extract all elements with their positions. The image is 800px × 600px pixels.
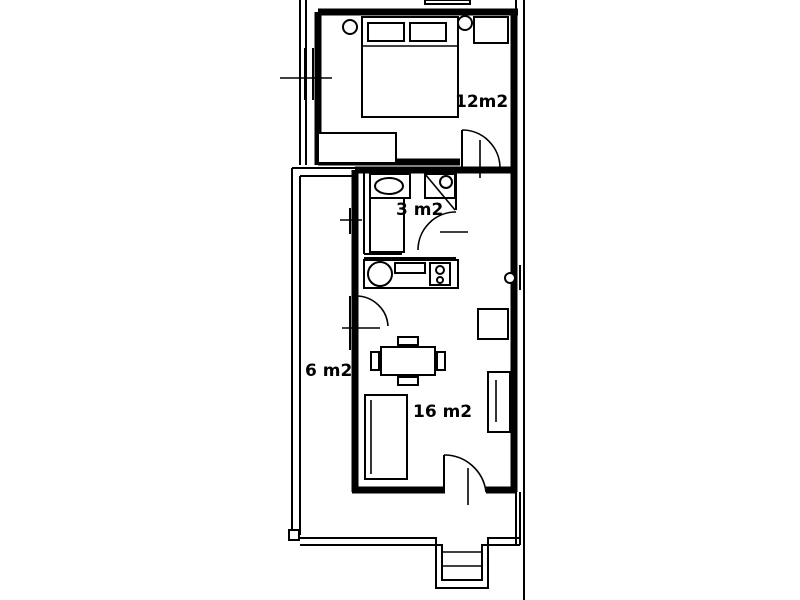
living-cabinet	[487, 371, 511, 433]
room-label-balcony: 6 m2	[305, 361, 352, 381]
bathroom-fixtures	[340, 170, 468, 259]
room-label-living: 16 m2	[413, 402, 472, 422]
chair-left	[370, 351, 380, 371]
bedroom-door-swing	[461, 129, 501, 169]
balcony-bottom	[296, 537, 520, 589]
balcony-post	[288, 529, 300, 541]
balcony-outline	[291, 167, 355, 540]
bedroom-window-marker	[280, 60, 332, 96]
room-label-bedroom: 12m2	[455, 92, 508, 112]
living-door-to-balcony	[349, 296, 357, 350]
living-armchair	[477, 308, 509, 340]
shower-drain	[439, 175, 453, 189]
bedroom-wardrobe	[317, 132, 397, 164]
chair-bottom	[397, 376, 419, 386]
chair-top	[397, 336, 419, 346]
bathroom-door-swing	[417, 211, 457, 251]
sofa-bed	[364, 394, 408, 480]
hob-ring-bottom	[436, 276, 444, 284]
room-labels: 12m2 3 m2 6 m2 16 m2	[305, 92, 508, 422]
shower-diagonal	[424, 173, 456, 211]
top-stub-right	[515, 0, 525, 600]
kitchen-sink	[367, 261, 393, 287]
sink-drainer	[394, 262, 426, 274]
nightstand-lamp-right	[457, 15, 473, 31]
washbasin-bowl	[374, 177, 404, 195]
nightstand-lamp-left	[342, 19, 358, 35]
bathroom-wall-bottom	[364, 253, 456, 259]
entrance-door-swing	[443, 454, 487, 493]
balcony-right-stub	[515, 492, 521, 545]
balcony-steps	[442, 551, 482, 567]
living-furniture	[342, 265, 521, 505]
pillow-right	[409, 22, 447, 42]
room-label-bathroom: 3 m2	[396, 200, 443, 220]
hob-ring-top	[435, 265, 445, 275]
dining-table	[380, 346, 436, 376]
wall-column	[504, 272, 516, 284]
top-window	[424, 0, 471, 5]
pillow-left	[367, 22, 405, 42]
right-wall-ticks	[515, 265, 521, 478]
chair-right	[436, 351, 446, 371]
toilet-box	[369, 197, 405, 253]
living-door-swing	[355, 295, 389, 327]
bedroom-cabinet	[473, 16, 509, 44]
bedroom-furniture	[280, 15, 509, 178]
kitchen-fixtures	[363, 259, 459, 289]
bathroom-window	[349, 208, 357, 234]
